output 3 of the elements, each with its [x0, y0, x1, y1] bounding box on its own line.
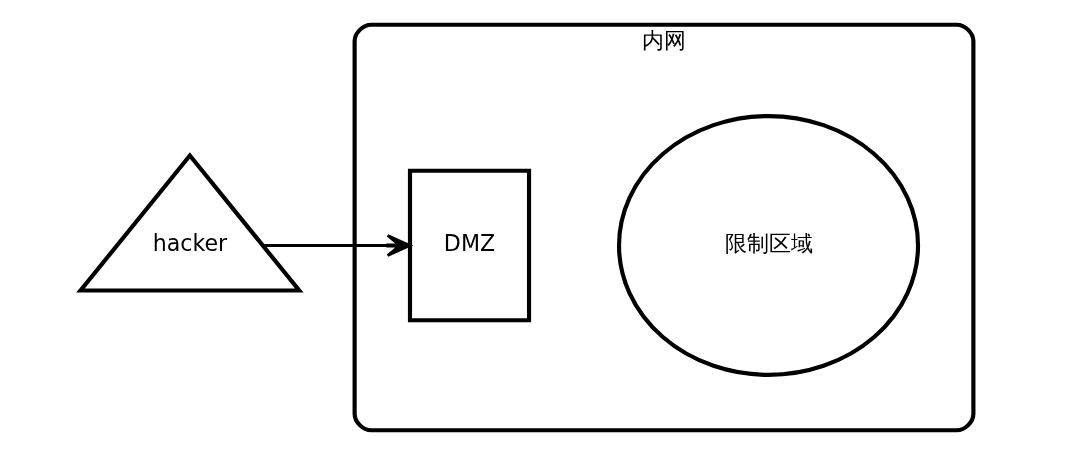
- arrow: [263, 234, 412, 257]
- node-box: DMZ: [407, 168, 532, 323]
- node-ellipse: 限制区域: [616, 114, 921, 377]
